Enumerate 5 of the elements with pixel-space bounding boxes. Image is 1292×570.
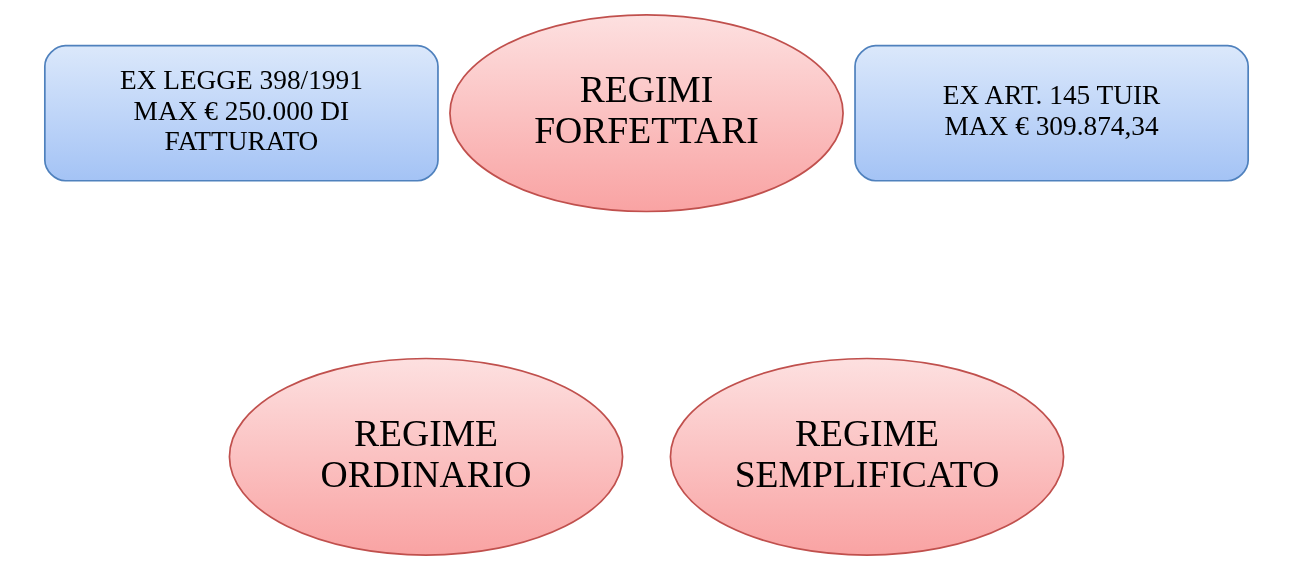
node-box: EX ART. 145 TUIR MAX € 309.874,34	[853, 44, 1249, 182]
node-ellipse: REGIME SEMPLIFICATO	[669, 357, 1064, 556]
node-box: EX LEGGE 398/1991 MAX € 250.000 DI FATTURATO	[43, 44, 439, 182]
node-ellipse: REGIME ORDINARIO	[228, 357, 623, 556]
node-ellipse: REGIMI FORFETTARI	[448, 14, 844, 213]
